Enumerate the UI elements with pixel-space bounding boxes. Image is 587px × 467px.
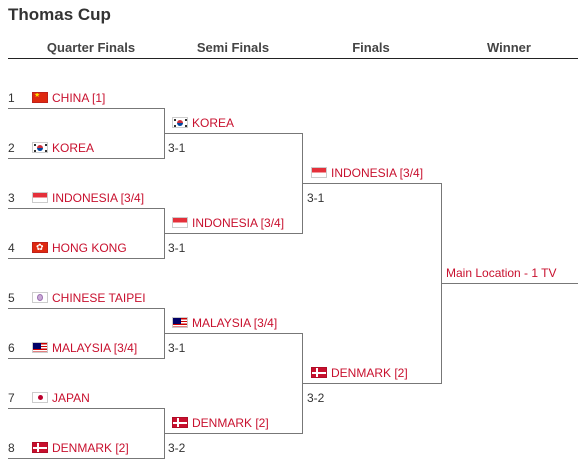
team-link-hong-kong[interactable]: HONG KONG (32, 241, 127, 255)
header-winner: Winner (487, 40, 531, 55)
team-link-malaysia[interactable]: MALAYSIA [3/4] (32, 341, 137, 355)
team-label: MALAYSIA [3/4] (192, 316, 278, 330)
japan-flag-icon (32, 392, 48, 403)
hong-kong-flag-icon (32, 242, 48, 253)
match-score: 3-2 (307, 391, 325, 405)
team-label: CHINA [1] (52, 91, 106, 105)
indonesia-flag-icon (32, 192, 48, 203)
indonesia-flag-icon (172, 217, 188, 228)
bracket-line (8, 208, 164, 209)
malaysia-flag-icon (172, 317, 188, 328)
header-quarter-finals: Quarter Finals (46, 40, 136, 55)
bracket-line (164, 233, 302, 234)
match-score: 3-1 (168, 341, 186, 355)
seed-number: 6 (8, 341, 15, 355)
bracket-line (8, 308, 164, 309)
denmark-flag-icon (172, 417, 188, 428)
china-flag-icon (32, 92, 48, 103)
team-label: INDONESIA [3/4] (331, 166, 424, 180)
bracket-line (164, 133, 302, 134)
team-link-denmark[interactable]: DENMARK [2] (32, 441, 129, 455)
malaysia-flag-icon (32, 342, 48, 353)
seed-number: 3 (8, 191, 15, 205)
korea-flag-icon (32, 142, 48, 153)
header-semi-finals: Semi Finals (196, 40, 270, 55)
page-title: Thomas Cup (8, 5, 111, 24)
team-link-malaysia[interactable]: MALAYSIA [3/4] (172, 316, 277, 330)
bracket-line (8, 358, 164, 359)
team-label: INDONESIA [3/4] (52, 191, 145, 205)
bracket-line (164, 433, 302, 434)
seed-number: 8 (8, 441, 15, 455)
team-label: KOREA (52, 141, 95, 155)
bracket-line (164, 333, 302, 334)
team-link-denmark[interactable]: DENMARK [2] (172, 416, 269, 430)
team-link-indonesia[interactable]: INDONESIA [3/4] (311, 166, 423, 180)
bracket-line (441, 283, 578, 284)
denmark-flag-icon (32, 442, 48, 453)
bracket-line (8, 408, 164, 409)
chinese-taipei-flag-icon (32, 292, 48, 303)
team-link-china[interactable]: CHINA [1] (32, 91, 105, 105)
indonesia-flag-icon (311, 167, 327, 178)
team-label: DENMARK [2] (52, 441, 129, 455)
match-score: 3-2 (168, 441, 186, 455)
header-divider (8, 58, 578, 59)
bracket-line (8, 108, 164, 109)
team-link-indonesia[interactable]: INDONESIA [3/4] (32, 191, 144, 205)
bracket-line (302, 383, 441, 384)
match-score: 3-1 (168, 241, 186, 255)
seed-number: 1 (8, 91, 15, 105)
korea-flag-icon (172, 117, 188, 128)
team-label: CHINESE TAIPEI (52, 291, 146, 305)
team-label: DENMARK [2] (192, 416, 269, 430)
bracket-line (8, 458, 164, 459)
team-link-indonesia[interactable]: INDONESIA [3/4] (172, 216, 284, 230)
denmark-flag-icon (311, 367, 327, 378)
team-link-korea[interactable]: KOREA (172, 116, 234, 130)
team-link-japan[interactable]: JAPAN (32, 391, 90, 405)
bracket-line (302, 183, 441, 184)
team-label: HONG KONG (52, 241, 127, 255)
header-finals: Finals (352, 40, 390, 55)
seed-number: 7 (8, 391, 15, 405)
team-label: KOREA (192, 116, 235, 130)
bracket-line (8, 158, 164, 159)
match-score: 3-1 (168, 141, 186, 155)
seed-number: 5 (8, 291, 15, 305)
seed-number: 2 (8, 141, 15, 155)
team-label: DENMARK [2] (331, 366, 408, 380)
team-label: INDONESIA [3/4] (192, 216, 285, 230)
seed-number: 4 (8, 241, 15, 255)
team-label: MALAYSIA [3/4] (52, 341, 138, 355)
match-score: 3-1 (307, 191, 325, 205)
team-label: JAPAN (52, 391, 90, 405)
team-link-chinese-taipei[interactable]: CHINESE TAIPEI (32, 291, 146, 305)
winner-location-link[interactable]: Main Location - 1 TV (446, 266, 557, 280)
team-link-denmark[interactable]: DENMARK [2] (311, 366, 408, 380)
team-link-korea[interactable]: KOREA (32, 141, 94, 155)
bracket-line (8, 258, 164, 259)
